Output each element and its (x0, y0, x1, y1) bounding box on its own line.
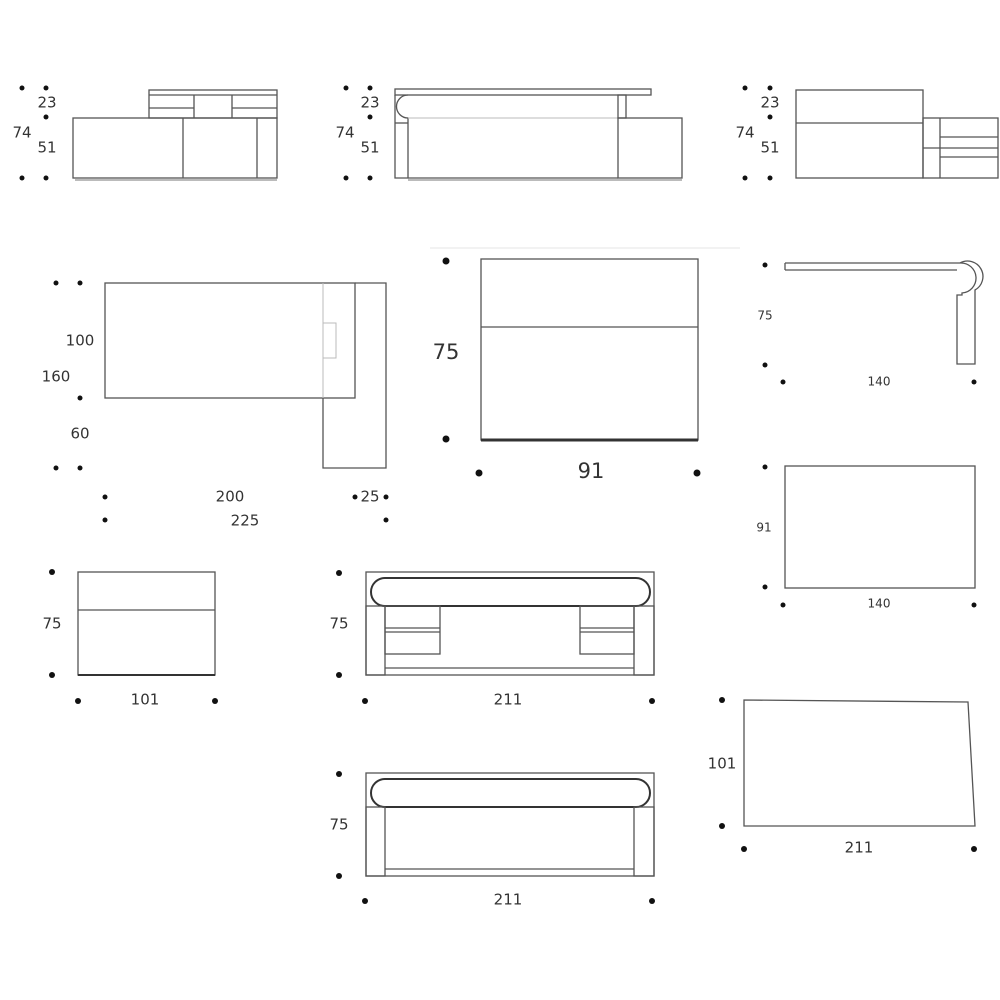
dim-height: 75 (329, 615, 348, 633)
dim-height: 75 (433, 340, 460, 364)
front-plain: 75 211 (329, 771, 655, 909)
dim-width: 211 (494, 891, 523, 909)
dim-width: 211 (494, 691, 523, 709)
dim-width: 91 (578, 459, 605, 483)
side-profile: 75 140 (757, 260, 984, 389)
elevation-a: 23 74 51 (12, 85, 278, 181)
dim-height: 75 (329, 816, 348, 834)
dim-width: 101 (131, 691, 160, 709)
dim-top: 23 (760, 94, 779, 112)
dim-total: 74 (335, 124, 354, 142)
dim-base: 51 (360, 139, 379, 157)
dim-height: 75 (42, 615, 61, 633)
hutch (148, 89, 278, 119)
plan-l-desk: 100 160 60 200 25 225 (42, 280, 389, 530)
dim-width: 140 (868, 375, 891, 389)
top-plan-large: 101 211 (708, 697, 977, 857)
side-view: 75 91 (430, 247, 740, 483)
dim-width-main: 200 (216, 488, 245, 506)
dim-height: 75 (757, 309, 772, 323)
dim-top: 23 (360, 94, 379, 112)
dim-total: 74 (735, 124, 754, 142)
dim-total: 74 (12, 124, 31, 142)
elevation-b: 23 74 51 (335, 85, 683, 181)
dim-width-total: 225 (231, 512, 260, 530)
dim-top: 23 (37, 94, 56, 112)
dim-depth-return: 60 (70, 425, 89, 443)
dim-depth: 101 (708, 755, 737, 773)
dim-base: 51 (37, 139, 56, 157)
dim-depth-total: 160 (42, 368, 71, 386)
top-plan-small: 91 140 (756, 464, 977, 611)
top-slab (394, 88, 652, 96)
dim-depth: 91 (756, 521, 771, 535)
dim-width: 211 (845, 839, 874, 857)
elevation-c: 23 74 51 (735, 85, 999, 181)
cabinet (617, 117, 683, 179)
dim-base: 51 (760, 139, 779, 157)
front-drawers: 75 211 (329, 570, 655, 709)
desk-body (72, 117, 278, 179)
dim-depth-main: 100 (66, 332, 95, 350)
side-small: 75 101 (42, 569, 218, 709)
dim-width: 140 (868, 597, 891, 611)
dim-width-return: 25 (360, 488, 379, 506)
